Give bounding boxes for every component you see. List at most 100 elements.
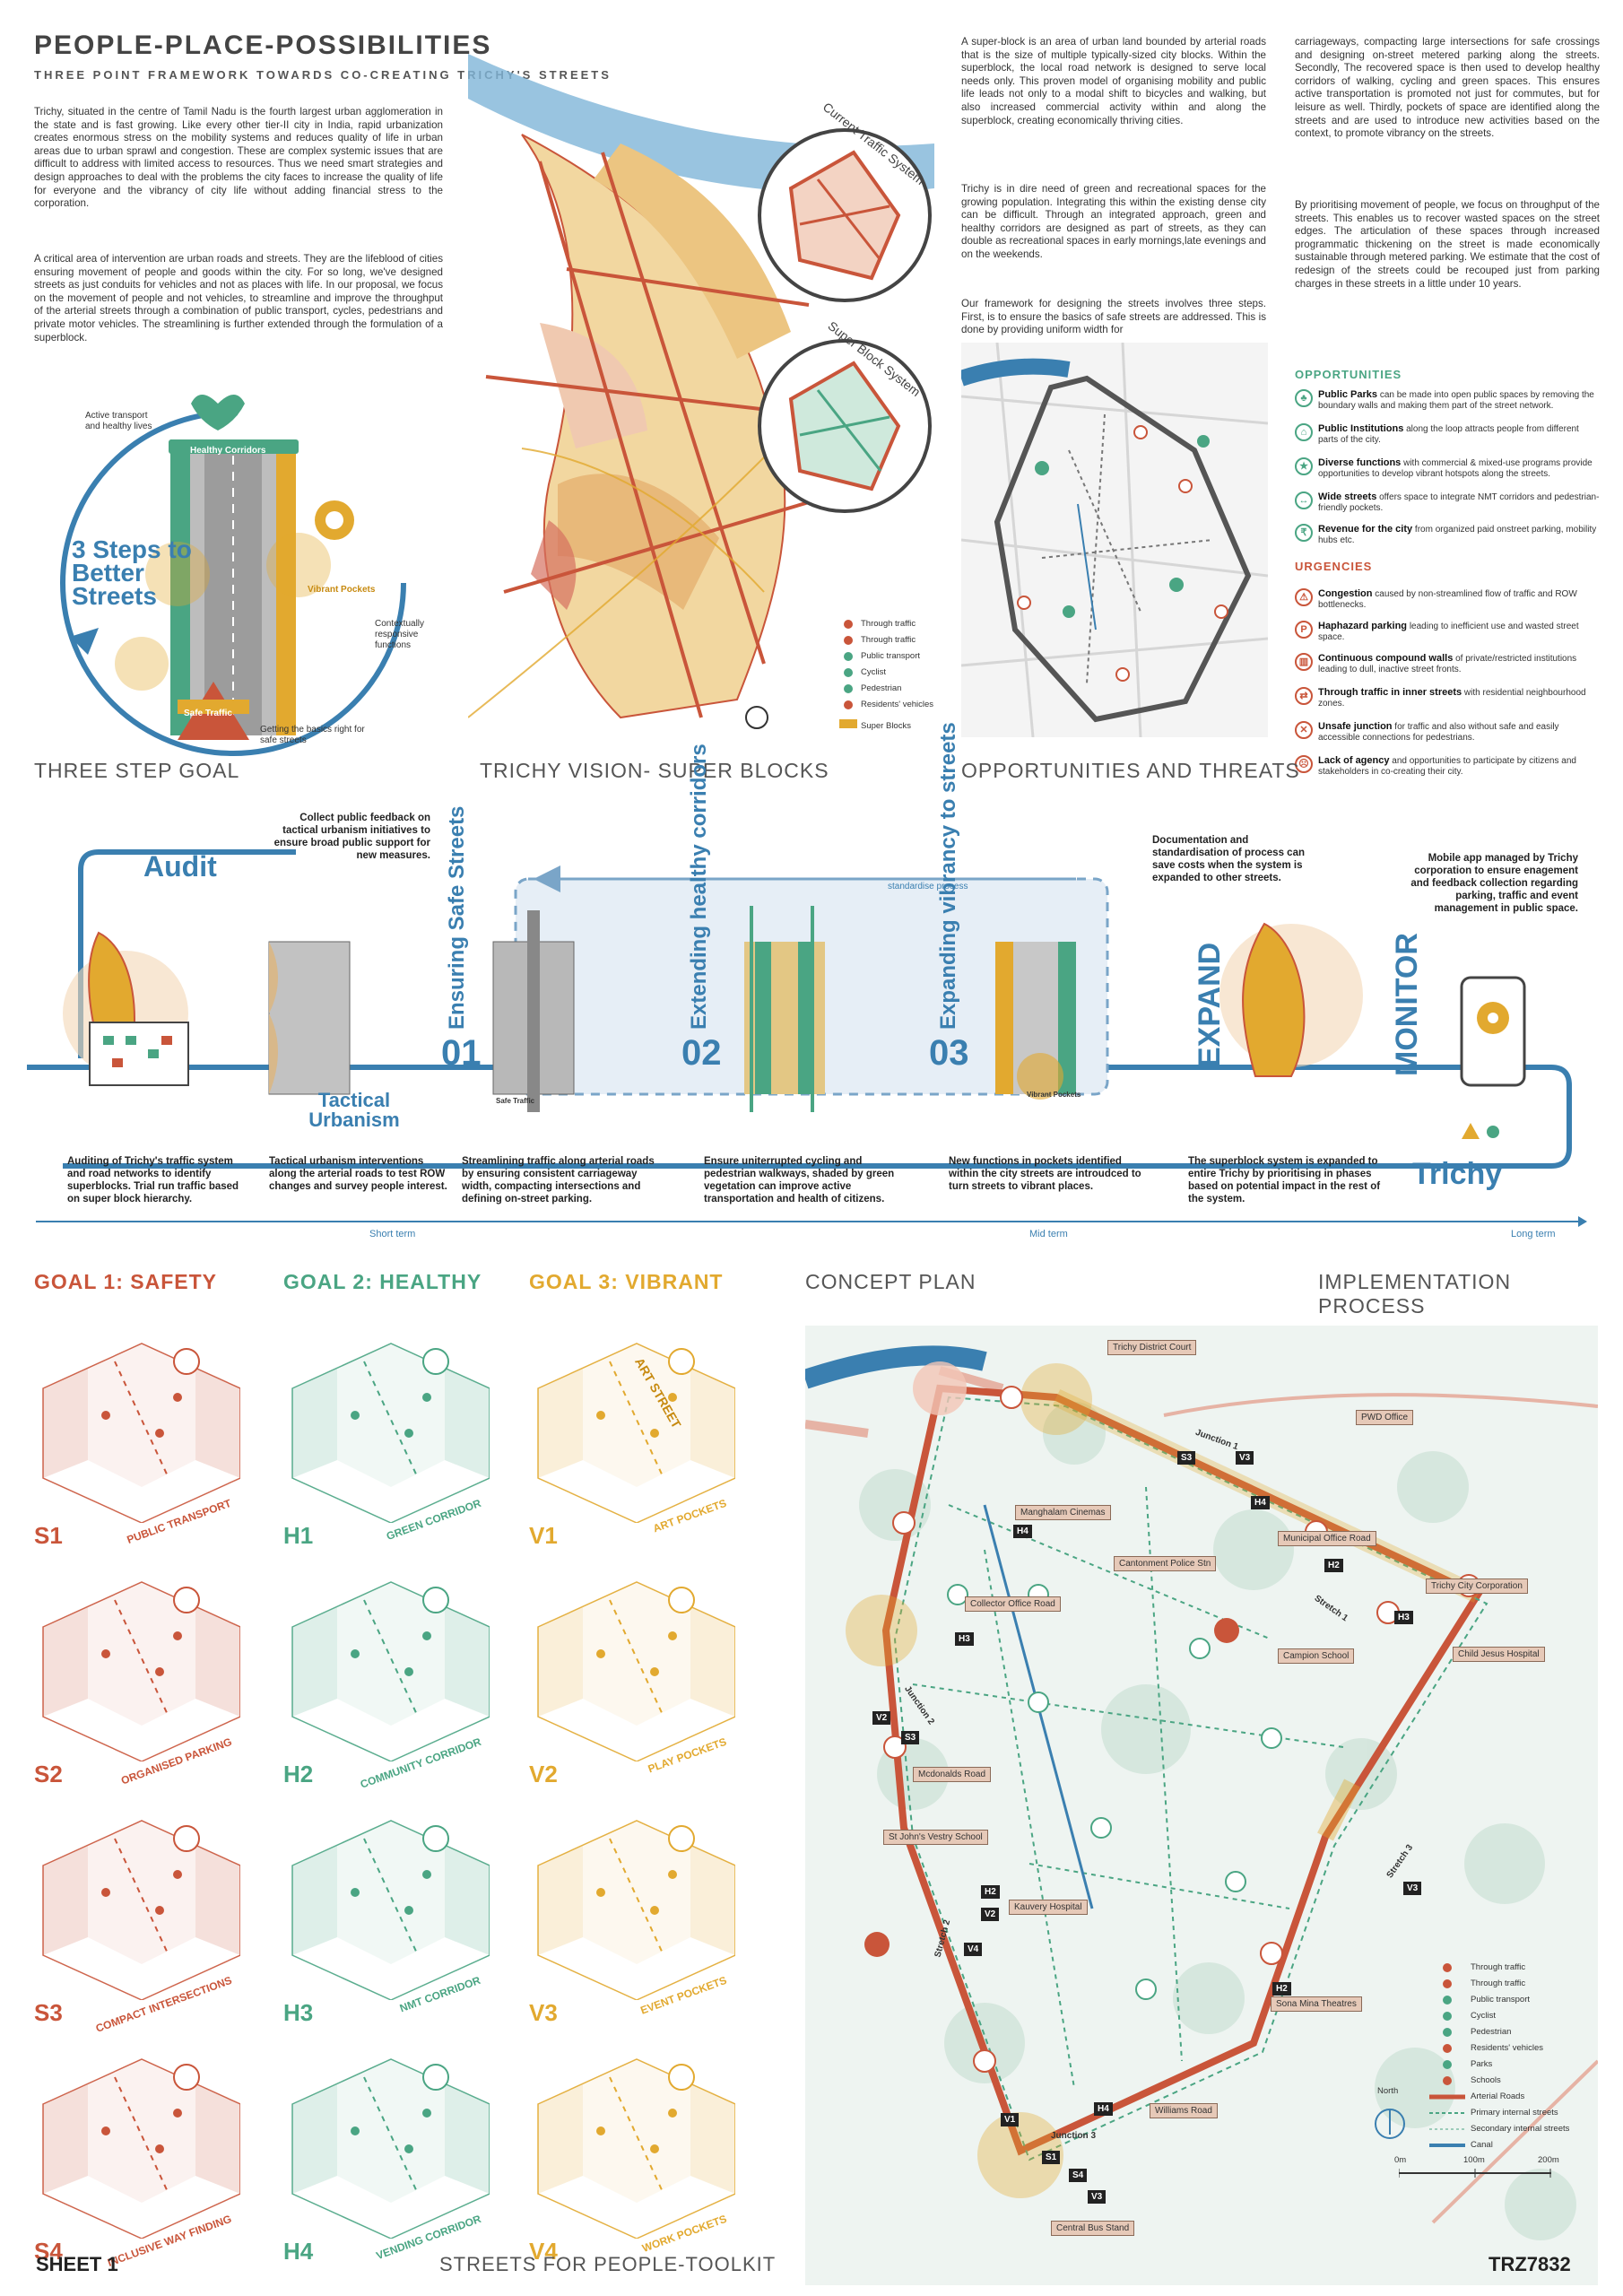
plan-place-label: Trichy District Court xyxy=(1107,1340,1197,1355)
tile-code: H1 xyxy=(283,1522,314,1549)
urgency-5: ✕Unsafe junction for traffic and also wi… xyxy=(1295,721,1600,744)
opportunity-2: ⌂Public Institutions along the loop attr… xyxy=(1295,423,1600,446)
plan-place-label: Trichy City Corporation xyxy=(1426,1578,1528,1594)
tile-code: V3 xyxy=(529,1999,558,2026)
plan-legend-3: Public transport xyxy=(1471,1995,1531,2005)
scale-bar xyxy=(1399,2169,1551,2178)
urgencies-heading: URGENCIES xyxy=(1295,560,1373,573)
opportunity-4: ↔Wide streets offers space to integrate … xyxy=(1295,491,1600,514)
process-caption-4: Ensure uniterrupted cycling and pedestri… xyxy=(704,1156,895,1205)
tile-illustration xyxy=(42,2058,240,2239)
tile-code: S1 xyxy=(34,1522,63,1549)
plan-legend-6: Residents' vehicles xyxy=(1471,2043,1544,2053)
plan-strategy-tag: H3 xyxy=(1394,1611,1413,1624)
plan-legend-2: Through traffic xyxy=(1471,1979,1526,1988)
plan-legend-8: Schools xyxy=(1471,2075,1501,2085)
concept-plan-heading: CONCEPT PLAN xyxy=(805,1270,976,1293)
opportunities-map xyxy=(961,343,1268,737)
step1-label: Ensuring Safe Streets xyxy=(445,805,469,1030)
tile-code: S2 xyxy=(34,1761,63,1787)
plan-legend-10: Primary internal streets xyxy=(1471,2108,1558,2118)
page-title: PEOPLE-PLACE-POSSIBILITIES xyxy=(34,30,492,60)
plan-place-label: St John's Vestry School xyxy=(883,1830,988,1845)
map1-legend-6: Residents' vehicles xyxy=(861,700,934,709)
sheet-code: TRZ7832 xyxy=(1488,2253,1571,2275)
process-top-note-2: Documentation and standardisation of pro… xyxy=(1152,835,1305,883)
concept-plan-map xyxy=(805,1326,1598,2285)
process-flow-diagram xyxy=(27,849,1572,1169)
goal-safety-heading: GOAL 1: SAFETY xyxy=(34,1270,217,1293)
plan-strategy-tag: S4 xyxy=(1069,2169,1088,2182)
tile-illustration xyxy=(291,2058,490,2239)
implementation-heading: IMPLEMENTATION PROCESS xyxy=(1318,1270,1512,1318)
map1-legend-4: Cyclist xyxy=(861,667,886,677)
basics-label: Getting the basics right for safe street… xyxy=(260,725,365,745)
plan-place-label: PWD Office xyxy=(1356,1410,1414,1425)
step3-number: 03 xyxy=(929,1033,969,1073)
term-timeline xyxy=(36,1216,1587,1227)
plan-legend-4: Cyclist xyxy=(1471,2011,1496,2021)
tile-code: S4 xyxy=(34,2238,63,2265)
urgency-4: ⇄Through traffic in inner streets with r… xyxy=(1295,687,1600,709)
plan-legend-swatches xyxy=(1429,1963,1465,2147)
plan-legend-5: Pedestrian xyxy=(1471,2027,1512,2037)
plan-strategy-tag: S3 xyxy=(1177,1451,1196,1465)
plan-strategy-tag: S3 xyxy=(901,1731,920,1744)
plan-strategy-tag: V3 xyxy=(1088,2190,1107,2204)
map1-legend-7: Super Blocks xyxy=(861,721,911,731)
map1-legend-2: Through traffic xyxy=(861,635,916,645)
tile-illustration xyxy=(42,1581,240,1761)
step3-label: Expanding vibrancy to streets xyxy=(936,722,960,1030)
map1-legend-3: Public transport xyxy=(861,651,921,661)
plan-legend-7: Parks xyxy=(1471,2059,1493,2069)
sheet-label: SHEET 1 xyxy=(36,2253,118,2275)
tile-illustration xyxy=(42,1343,240,1523)
col3-paragraph-1: A super-block is an area of urban land b… xyxy=(961,36,1266,126)
tile-illustration xyxy=(537,1343,735,1523)
plan-place-label: Cantonment Police Stn xyxy=(1114,1556,1217,1571)
process-top-note-1: Collect public feedback on tactical urba… xyxy=(273,813,430,861)
plan-strategy-tag: H3 xyxy=(955,1632,974,1646)
short-term-label: Short term xyxy=(369,1229,416,1239)
map1-legend-1: Through traffic xyxy=(861,619,916,629)
tile-illustration xyxy=(42,1820,240,2000)
map1-legend-swatches xyxy=(839,620,857,728)
intro-paragraph-2: A critical area of intervention are urba… xyxy=(34,253,443,344)
plan-legend-11: Secondary internal streets xyxy=(1471,2124,1570,2134)
north-arrow-icon xyxy=(1375,2109,1405,2139)
tile-code: H3 xyxy=(283,1999,314,2026)
goal-vibrant-heading: GOAL 3: VIBRANT xyxy=(529,1270,724,1293)
step2-number: 02 xyxy=(681,1033,722,1073)
long-term-label: Long term xyxy=(1511,1229,1556,1239)
audit-label: Audit xyxy=(143,850,217,883)
tile-code: V4 xyxy=(529,2238,558,2265)
section-opportunities: OPPORTUNITIES AND THREATS xyxy=(961,759,1300,782)
plan-strategy-tag: H2 xyxy=(1324,1559,1343,1572)
col3-paragraph-3: Our framework for designing the streets … xyxy=(961,298,1266,336)
plan-strategy-tag: H4 xyxy=(1251,1496,1270,1509)
north-label: North xyxy=(1377,2086,1399,2096)
plan-place-label: Manghalam Cinemas xyxy=(1015,1505,1111,1520)
section-three-step-goal: THREE STEP GOAL xyxy=(34,759,240,782)
plan-place-label: Collector Office Road xyxy=(965,1596,1061,1612)
plan-legend-9: Arterial Roads xyxy=(1471,2092,1525,2101)
tile-code: S3 xyxy=(34,1999,63,2026)
tile-code: V1 xyxy=(529,1522,558,1549)
tile-code: V2 xyxy=(529,1761,558,1787)
plan-place-label: Kauvery Hospital xyxy=(1009,1900,1088,1915)
process-caption-2: Tactical urbanism interventions along th… xyxy=(269,1156,447,1192)
plan-legend-1: Through traffic xyxy=(1471,1962,1526,1972)
tile-code: H4 xyxy=(283,2238,314,2265)
col3-paragraph-2: Trichy is in dire need of green and recr… xyxy=(961,183,1266,260)
context-label: Contextually responsive functions xyxy=(375,619,425,650)
plan-strategy-tag: V3 xyxy=(1403,1882,1422,1895)
opportunity-5: ₹Revenue for the city from organized pai… xyxy=(1295,524,1600,546)
plan-strategy-tag: V3 xyxy=(1236,1451,1254,1465)
goal-healthy-heading: GOAL 2: HEALTHY xyxy=(283,1270,482,1293)
three-steps-heading: 3 Steps to Better Streets xyxy=(72,535,192,610)
